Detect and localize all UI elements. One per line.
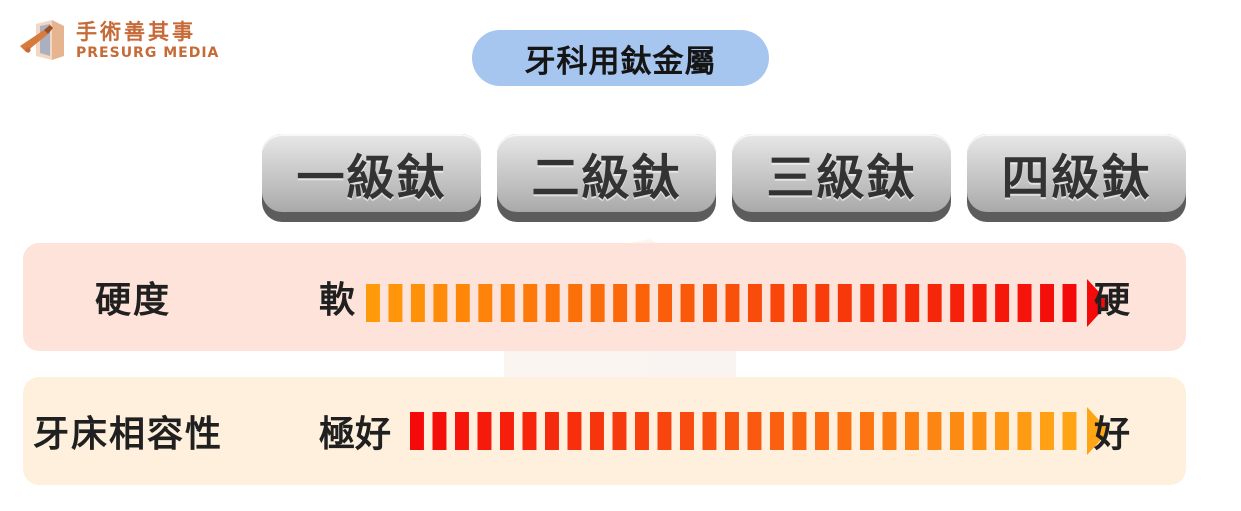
gum-compatibility-end-label: 好 (1094, 414, 1131, 455)
bar-segment (388, 284, 403, 322)
bar-segment (612, 412, 627, 450)
bar-segment (1040, 412, 1054, 450)
bar-segment (703, 284, 717, 322)
bar-segment (590, 412, 604, 450)
bar-segment (477, 412, 492, 450)
hardness-row: 硬度 軟 硬 (23, 243, 1186, 351)
bar-segment (680, 284, 695, 322)
bar-segment (725, 412, 739, 450)
logo-english-name: PRESURG MEDIA (76, 45, 220, 61)
bar-segment (905, 412, 919, 450)
bar-segment (725, 284, 740, 322)
bar-segment (455, 284, 470, 322)
bar-segment (815, 284, 830, 322)
bar-segment (657, 412, 672, 450)
bar-segment (882, 412, 897, 450)
bar-segment (635, 284, 650, 322)
presurg-logo-icon (20, 20, 64, 60)
bar-segment (567, 412, 582, 450)
gum-compatibility-label: 牙床相容性 (33, 414, 224, 455)
bar-segment (410, 412, 424, 450)
bar-segment (658, 284, 673, 322)
bar-segment (927, 412, 942, 450)
brand-logo: 手術善其事 PRESURG MEDIA (18, 14, 218, 70)
grade-1-titanium-badge: 一級鈦 (262, 134, 481, 222)
bar-segment (792, 284, 807, 322)
bar-segment (747, 412, 762, 450)
bar-segment (950, 284, 965, 322)
bar-segment (545, 284, 560, 322)
bar-segment (815, 412, 829, 450)
gum-compatibility-gradient-arrow (410, 407, 1109, 455)
bar-segment (882, 284, 897, 322)
bar-segment (702, 412, 717, 450)
bar-segment (500, 412, 514, 450)
page-title: 牙科用鈦金屬 (472, 30, 769, 86)
bar-segment (635, 412, 649, 450)
bar-segment (905, 284, 920, 322)
hardness-label: 硬度 (95, 280, 172, 321)
bar-segment (972, 284, 987, 322)
bar-segment (972, 412, 987, 450)
bar-segment (770, 284, 785, 322)
grade-4-titanium-badge: 四級鈦 (967, 134, 1186, 222)
arrow-head-icon (1087, 279, 1109, 327)
bar-segment (995, 284, 1010, 322)
grade-label: 二級鈦 (531, 150, 682, 206)
bar-segment (1017, 284, 1032, 322)
bar-segment (455, 412, 469, 450)
bar-segment (568, 284, 583, 322)
gum-compatibility-start-label: 極好 (319, 414, 392, 455)
bar-segment (1040, 284, 1054, 322)
bar-segment (860, 284, 875, 322)
bar-segment (837, 412, 852, 450)
bar-segment (837, 284, 852, 322)
bar-segment (590, 284, 605, 322)
gum-compatibility-row: 牙床相容性 極好 好 (23, 377, 1186, 485)
grade-label: 一級鈦 (296, 150, 447, 206)
bar-segment (522, 412, 537, 450)
bar-segment (1017, 412, 1032, 450)
logo-chinese-name: 手術善其事 (76, 20, 196, 44)
grade-label: 三級鈦 (766, 150, 917, 206)
bar-segment (860, 412, 874, 450)
bar-segment (747, 284, 762, 322)
arrow-head-icon (1087, 407, 1109, 455)
bar-segment (366, 284, 380, 322)
bar-segment (523, 284, 538, 322)
bar-segment (792, 412, 807, 450)
bar-segment (680, 412, 694, 450)
bar-segment (995, 412, 1009, 450)
bar-segment (950, 412, 964, 450)
bar-segment (770, 412, 784, 450)
hardness-gradient-arrow (366, 279, 1109, 327)
bar-segment (478, 284, 493, 322)
bar-segment (927, 284, 942, 322)
grade-label: 四級鈦 (1001, 150, 1152, 206)
bar-segment (433, 284, 448, 322)
grade-2-titanium-badge: 二級鈦 (497, 134, 716, 222)
bar-segment (1062, 284, 1077, 322)
bar-segment (432, 412, 447, 450)
hardness-start-label: 軟 (319, 280, 356, 321)
bar-segment (613, 284, 628, 322)
bar-segment (1062, 412, 1077, 450)
bar-segment (545, 412, 559, 450)
bar-segment (410, 284, 425, 322)
bar-segment (500, 284, 515, 322)
hardness-end-label: 硬 (1094, 280, 1131, 321)
grade-3-titanium-badge: 三級鈦 (732, 134, 951, 222)
